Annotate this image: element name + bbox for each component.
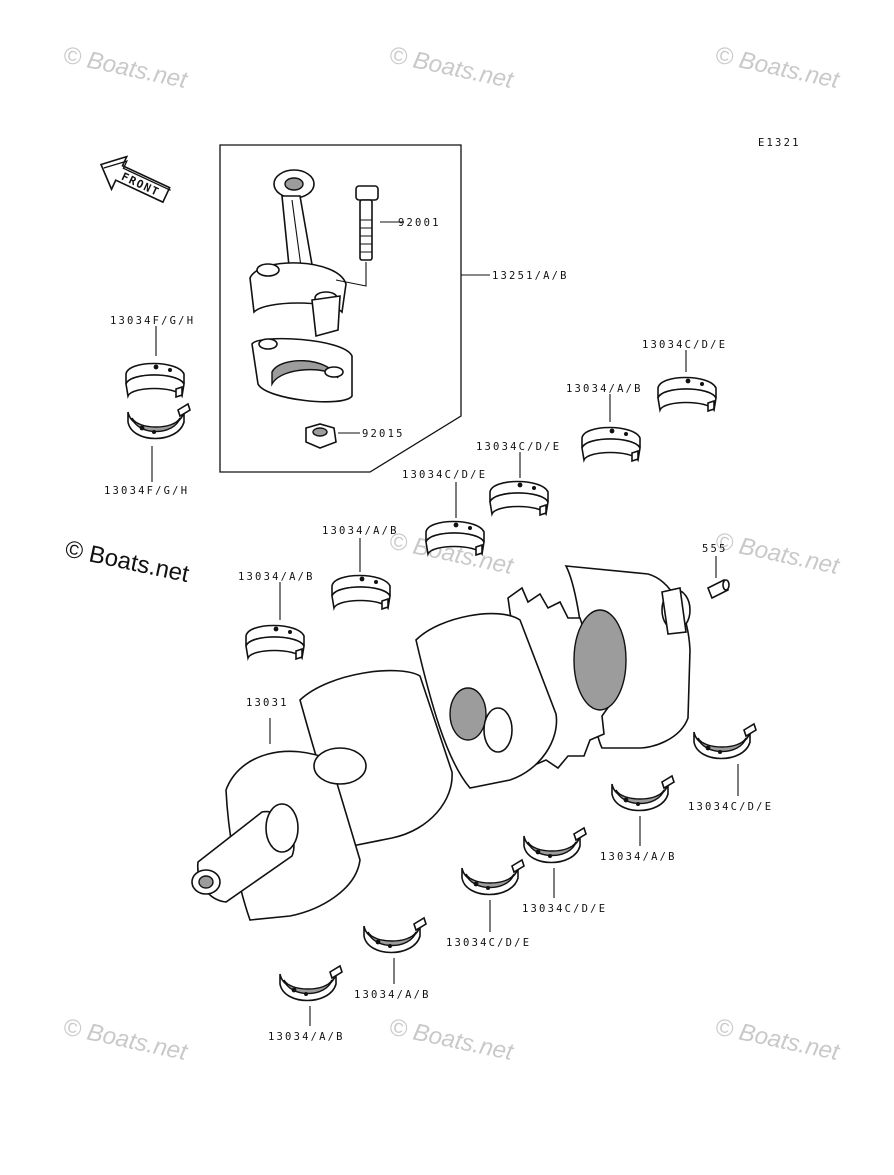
crankshaft: 13031 xyxy=(191,565,691,921)
front-arrow-icon: FRONT xyxy=(99,155,171,204)
watermark-2: © Boats.net xyxy=(387,41,517,94)
svg-text:13034/A/B: 13034/A/B xyxy=(566,383,643,395)
svg-text:13034C/D/E: 13034C/D/E xyxy=(522,903,607,915)
bearing-top-3: 13034C/D/E xyxy=(476,441,561,516)
svg-text:13034C/D/E: 13034C/D/E xyxy=(402,469,487,481)
svg-text:13034C/D/E: 13034C/D/E xyxy=(688,801,773,813)
watermark-8: © Boats.net xyxy=(713,1013,843,1066)
label-92001: 92001 xyxy=(398,217,441,229)
label-92015: 92015 xyxy=(362,428,405,440)
bearing-low-1: 13034C/D/E xyxy=(688,723,773,813)
bearing-low-3: 13034C/D/E xyxy=(522,827,607,915)
bearing-low-5: 13034/A/B xyxy=(354,917,431,1001)
bearing-top-6: 13034/A/B xyxy=(238,571,315,660)
svg-text:13034/A/B: 13034/A/B xyxy=(600,851,677,863)
bearing-upper-left-top: 13034F/G/H xyxy=(110,315,195,398)
bearing-top-1: 13034C/D/E xyxy=(642,339,727,412)
watermark-3: © Boats.net xyxy=(713,41,843,94)
label-13034fgh-top: 13034F/G/H xyxy=(110,315,195,327)
svg-text:13034C/D/E: 13034C/D/E xyxy=(476,441,561,453)
label-555: 555 xyxy=(702,543,728,555)
label-13034fgh-bottom: 13034F/G/H xyxy=(104,485,189,497)
con-rod-assembly xyxy=(219,144,462,473)
bearing-low-6: 13034/A/B xyxy=(268,965,345,1043)
watermark-5: © Boats.net xyxy=(713,527,843,580)
bearing-upper-left-bottom: 13034F/G/H xyxy=(104,403,191,497)
svg-text:13034C/D/E: 13034C/D/E xyxy=(642,339,727,351)
svg-text:13034/A/B: 13034/A/B xyxy=(238,571,315,583)
bearing-top-4: 13034C/D/E xyxy=(402,469,487,556)
bearing-top-2: 13034/A/B xyxy=(566,383,643,462)
watermark-7: © Boats.net xyxy=(387,1013,517,1066)
bearing-low-4: 13034C/D/E xyxy=(446,859,531,949)
label-13031: 13031 xyxy=(246,697,289,709)
bearing-low-2: 13034/A/B xyxy=(600,775,677,863)
bearing-top-5: 13034/A/B xyxy=(322,525,399,610)
dowel-pin: 555 xyxy=(702,543,730,600)
diagram-code: E1321 xyxy=(758,137,801,149)
watermark-main: © Boats.net xyxy=(63,535,192,588)
svg-text:13034/A/B: 13034/A/B xyxy=(322,525,399,537)
svg-text:13034/A/B: 13034/A/B xyxy=(354,989,431,1001)
watermark-6: © Boats.net xyxy=(61,1013,191,1066)
svg-text:13034/A/B: 13034/A/B xyxy=(268,1031,345,1043)
watermark-1: © Boats.net xyxy=(61,41,191,94)
svg-text:13034C/D/E: 13034C/D/E xyxy=(446,937,531,949)
label-13251: 13251/A/B xyxy=(492,270,569,282)
